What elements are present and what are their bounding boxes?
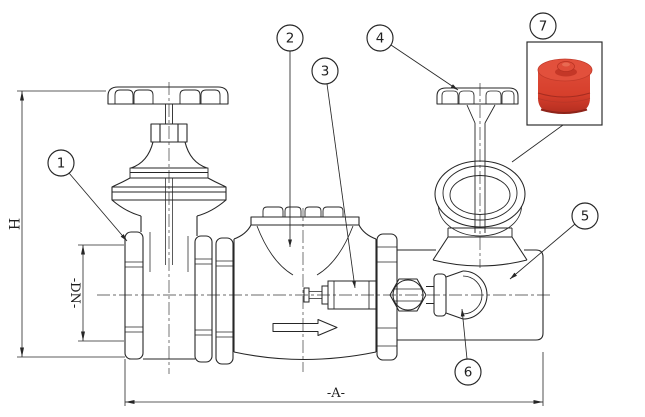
red-cap-body xyxy=(538,72,590,114)
hose-coupling-lower-rim xyxy=(438,205,522,237)
chamber-internal-seat xyxy=(256,225,354,276)
cone-housing xyxy=(445,270,464,320)
hose-outlet-valve xyxy=(432,87,528,267)
chamber-cover-bolts xyxy=(262,206,344,217)
red-cap-groove-2 xyxy=(537,98,591,103)
callout-4: 4 xyxy=(366,24,394,52)
pressure-chamber xyxy=(233,206,377,361)
callout-3-number: 3 xyxy=(321,64,330,80)
outlet-skirt xyxy=(432,236,528,267)
dimension-a xyxy=(124,352,544,406)
callout-1: 1 xyxy=(47,149,75,177)
callout-leaders xyxy=(68,44,576,360)
gate-valve-body-walls xyxy=(140,216,198,236)
callout-7: 7 xyxy=(529,12,557,40)
outlet-handwheel xyxy=(436,87,519,105)
leader-6 xyxy=(460,308,468,360)
inset-photo-box xyxy=(526,41,603,126)
outlet-stem-hub xyxy=(466,104,496,124)
inlet-union-nut xyxy=(124,231,144,360)
dimension-label-a: -A- xyxy=(327,386,345,401)
chamber-shoulders xyxy=(233,224,377,240)
red-cap-groove xyxy=(537,92,591,98)
dome-cap-inner xyxy=(462,275,483,315)
dimension-dn xyxy=(78,244,124,342)
outlet-flange xyxy=(376,233,398,361)
outlet-handwheel-lobes xyxy=(441,90,515,104)
callout-4-number: 4 xyxy=(376,31,385,47)
chamber-walls xyxy=(233,239,377,352)
chamber-cover-plate xyxy=(250,216,360,226)
callout-5: 5 xyxy=(571,202,599,230)
dimension-h xyxy=(17,90,125,358)
gate-valve-internals xyxy=(149,178,189,272)
gate-valve-packing-nut xyxy=(150,123,188,143)
gate-valve-handwheel xyxy=(107,86,229,105)
dimension-label-dn: -DN- xyxy=(67,278,82,309)
leader-3 xyxy=(326,83,356,289)
outlet-body xyxy=(397,249,544,341)
outlet-neck-band xyxy=(447,227,513,238)
leader-1 xyxy=(68,172,128,242)
union-ring-a xyxy=(194,235,213,363)
dome-cap-outer xyxy=(462,270,488,320)
hex-bore-circle xyxy=(392,279,424,311)
red-cap-knob-highlight xyxy=(562,62,570,67)
chamber-bottom-arc xyxy=(233,351,377,361)
callout-1-number: 1 xyxy=(57,156,66,172)
red-cap-photo xyxy=(537,58,593,114)
gate-valve-handwheel-lobes xyxy=(114,89,221,104)
inlet-couplings xyxy=(124,231,234,365)
callout-6-number: 6 xyxy=(464,365,473,381)
union-ring-b xyxy=(215,237,234,365)
leader-5 xyxy=(509,223,576,280)
callout-balloons: 1 2 3 4 5 6 7 xyxy=(47,12,599,386)
callout-6: 6 xyxy=(454,358,482,386)
callout-2: 2 xyxy=(276,24,304,52)
flange-ring xyxy=(376,233,398,361)
callout-5-number: 5 xyxy=(581,209,590,225)
callout-7-number: 7 xyxy=(539,19,548,35)
hose-coupling-inner-ring xyxy=(449,175,511,215)
test-valve xyxy=(389,270,488,320)
callout-3: 3 xyxy=(311,57,339,85)
hose-coupling-mid-ring xyxy=(442,165,518,221)
hose-coupling-outer-ring xyxy=(434,160,526,228)
gate-valve-stem-upper xyxy=(165,104,173,124)
flow-direction-arrow xyxy=(272,319,338,336)
red-cap-bottom-shade xyxy=(540,108,588,114)
leader-7 xyxy=(511,124,564,163)
gate-valve-body-taper xyxy=(111,199,227,217)
pilot-tip xyxy=(303,287,310,303)
collar-ring xyxy=(433,273,447,317)
leader-4 xyxy=(390,44,459,91)
gate-valve xyxy=(107,86,229,360)
dimension-label-h: H xyxy=(5,218,21,230)
hex-coupling-end xyxy=(389,278,427,312)
callout-2-number: 2 xyxy=(286,31,295,47)
gate-valve-yoke xyxy=(130,141,208,169)
